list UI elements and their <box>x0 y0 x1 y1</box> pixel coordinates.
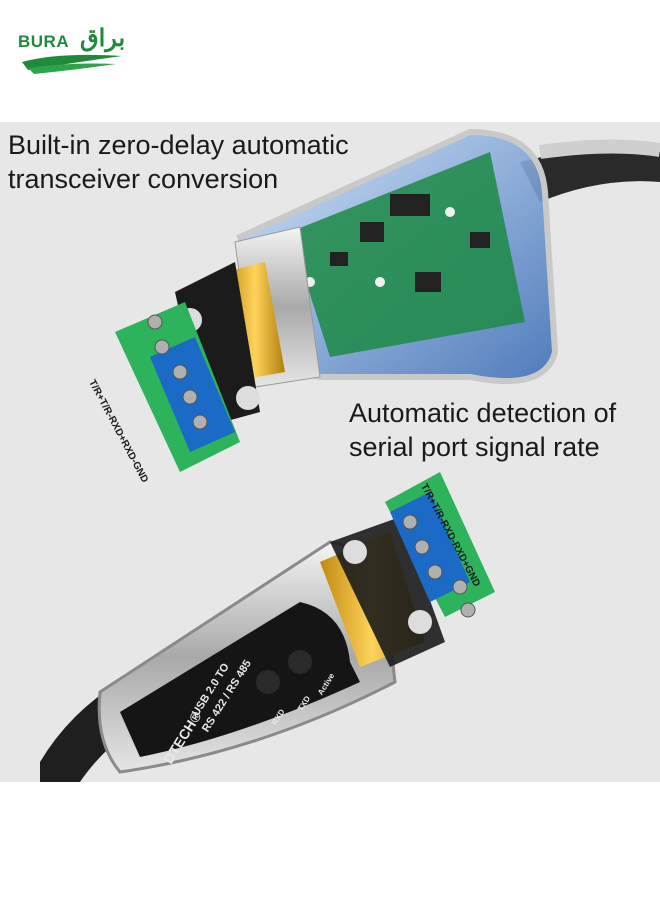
logo-text: BURA <box>18 32 70 51</box>
product-photo: Built-in zero-delay automatic transceive… <box>0 122 660 782</box>
product-illustration <box>40 128 660 782</box>
caption-top: Built-in zero-delay automatic transceive… <box>8 128 349 196</box>
caption-middle-line2: serial port signal rate <box>349 432 600 462</box>
logo-arabic-text: براق <box>80 25 126 52</box>
caption-top-line1: Built-in zero-delay automatic <box>8 130 349 160</box>
caption-middle: Automatic detection of serial port signa… <box>349 396 616 464</box>
caption-top-line2: transceiver conversion <box>8 164 279 194</box>
brand-logo: BURA براق <box>18 22 128 78</box>
caption-middle-line1: Automatic detection of <box>349 398 617 428</box>
logo-wing-icon <box>22 54 122 74</box>
